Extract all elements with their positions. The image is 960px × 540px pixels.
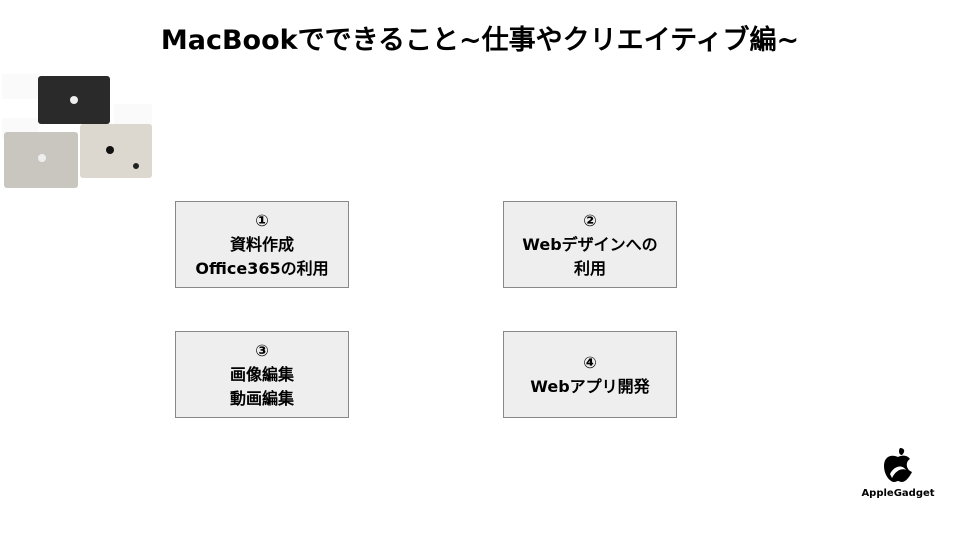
box-line: 動画編集 xyxy=(229,388,294,408)
box-line: 画像編集 xyxy=(229,364,294,384)
macbook-photo xyxy=(2,74,152,188)
box-line: 利用 xyxy=(573,258,606,278)
applegadget-logo: AppleGadget xyxy=(858,446,938,499)
apple-icon xyxy=(884,448,912,482)
box-media-editing: ③ 画像編集 動画編集 xyxy=(175,331,349,418)
box-number: ④ xyxy=(583,352,597,372)
box-line: Webデザインへの xyxy=(522,234,658,254)
box-web-app: ④ Webアプリ開発 xyxy=(503,331,677,418)
box-office: ① 資料作成 Office365の利用 xyxy=(175,201,349,288)
box-number: ③ xyxy=(255,340,269,360)
box-line: Office365の利用 xyxy=(195,258,329,278)
box-line: Webアプリ開発 xyxy=(530,376,650,396)
slide-title: MacBookでできること~仕事やクリエイティブ編~ xyxy=(160,25,800,56)
box-number: ① xyxy=(255,210,269,230)
box-line: 資料作成 xyxy=(229,234,294,254)
box-number: ② xyxy=(583,210,597,230)
logo-text: AppleGadget xyxy=(861,488,935,499)
box-web-design: ② Webデザインへの 利用 xyxy=(503,201,677,288)
